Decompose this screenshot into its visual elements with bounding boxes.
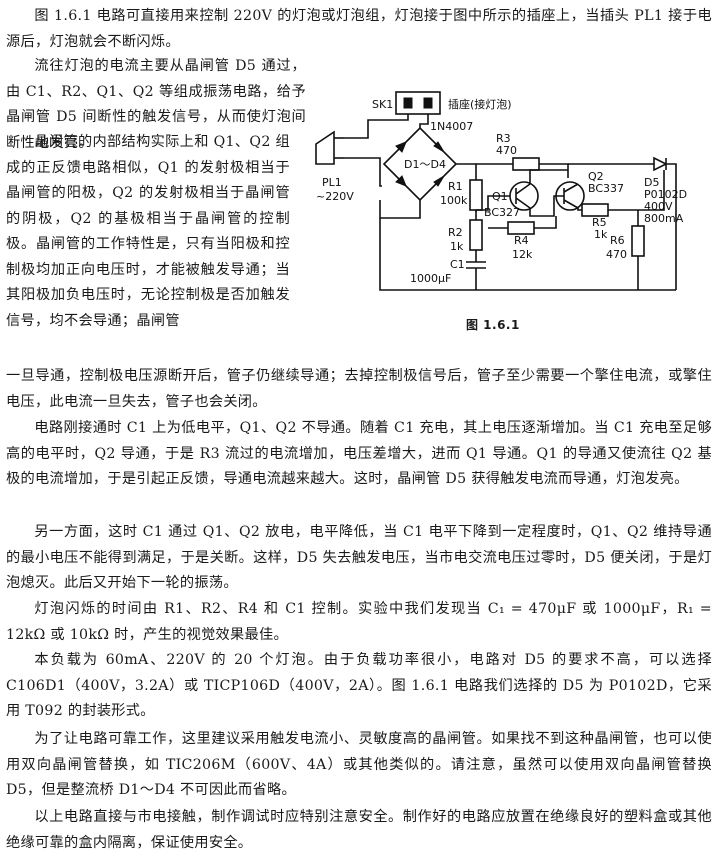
paragraph-load: 本负载为 60mA、220V 的 20 个灯泡。由于负载功率很小，电路对 D5 … [6, 652, 712, 719]
label-r2: R2 [448, 226, 463, 239]
figure-caption: 图 1.6.1 [466, 318, 520, 332]
label-r6: R6 [610, 234, 625, 247]
paragraph-intro: 图 1.6.1 电路可直接用来控制 220V 的灯泡或灯泡组，灯泡接于图中所示的… [6, 8, 712, 50]
paragraph-startup: 电路刚接通时 C1 上为低电平，Q1、Q2 不导通。随着 C1 充电，其上电压逐… [6, 420, 712, 487]
paragraph-thyristor-structure: 晶闸管的内部结构实际上和 Q1、Q2 组成的正反馈电路相似，Q1 的发射极相当于… [6, 134, 290, 329]
paragraph-reliability: 为了让电路可靠工作，这里建议采用触发电流小、灵敏度高的晶闸管。如果找不到这种晶闸… [6, 731, 712, 798]
label-r1-value: 100k [440, 194, 468, 207]
resistor-r5 [581, 203, 609, 217]
label-pl1: PL1 [322, 176, 342, 189]
label-r6-value: 470 [606, 248, 627, 261]
label-sk1: SK1 [372, 98, 393, 111]
label-r1: R1 [448, 180, 463, 193]
paragraph-current-path: 流往灯泡的电流主要从晶闸管 D5 通过，由 C1、R2、Q1、Q2 等组成振荡电… [6, 58, 306, 151]
plug-pl1-symbol [315, 130, 335, 165]
label-q1-type: BC327 [484, 206, 520, 219]
label-d5-voltage: 400V [644, 200, 673, 213]
label-r4: R4 [514, 234, 529, 247]
label-mains: ~220V [316, 190, 354, 203]
socket-symbol [395, 91, 441, 115]
paragraph-discharge: 另一方面，这时 C1 通过 Q1、Q2 放电，电平降低，当 C1 电平下降到一定… [6, 524, 712, 591]
circuit-diagram: SK1 插座(接灯泡) PL1 ~220V 1N4007 D1～D4 R3 47… [315, 91, 687, 291]
label-r5: R5 [592, 216, 607, 229]
label-q2-type: BC337 [588, 182, 624, 195]
label-r4-value: 12k [512, 248, 533, 261]
label-bridge: D1～D4 [404, 158, 446, 171]
resistor-r6 [631, 225, 645, 257]
resistor-r4 [507, 221, 535, 235]
paragraph-timing: 灯泡闪烁的时间由 R1、R2、R4 和 C1 控制。实验中我们发现当 C₁ = … [6, 601, 712, 643]
label-d5: D5 [644, 176, 659, 189]
label-c1-value: 1000μF [410, 272, 451, 285]
label-d5-type: P0102D [644, 188, 687, 201]
paragraph-thyristor-latching: 一旦导通，控制极电压源断开后，管子仍继续导通；去掉控制极信号后，管子至少需要一个… [6, 368, 712, 410]
label-bridge-diode: 1N4007 [430, 120, 473, 133]
label-r2-value: 1k [450, 240, 464, 253]
resistor-r3 [512, 157, 540, 171]
thyristor-d5 [653, 156, 668, 172]
paragraph-safety: 以上电路直接与市电接触，制作调试时应特别注意安全。制作好的电路应放置在绝缘良好的… [6, 809, 712, 851]
resistor-r1 [469, 179, 483, 211]
label-d5-current: 800mA [644, 212, 684, 225]
label-socket: 插座(接灯泡) [448, 97, 512, 111]
label-r5-value: 1k [594, 228, 608, 241]
label-q2: Q2 [588, 170, 604, 183]
resistor-r2 [469, 219, 483, 251]
label-r3: R3 [496, 132, 511, 145]
label-r3-value: 470 [496, 144, 517, 157]
label-c1: C1 [450, 258, 465, 271]
